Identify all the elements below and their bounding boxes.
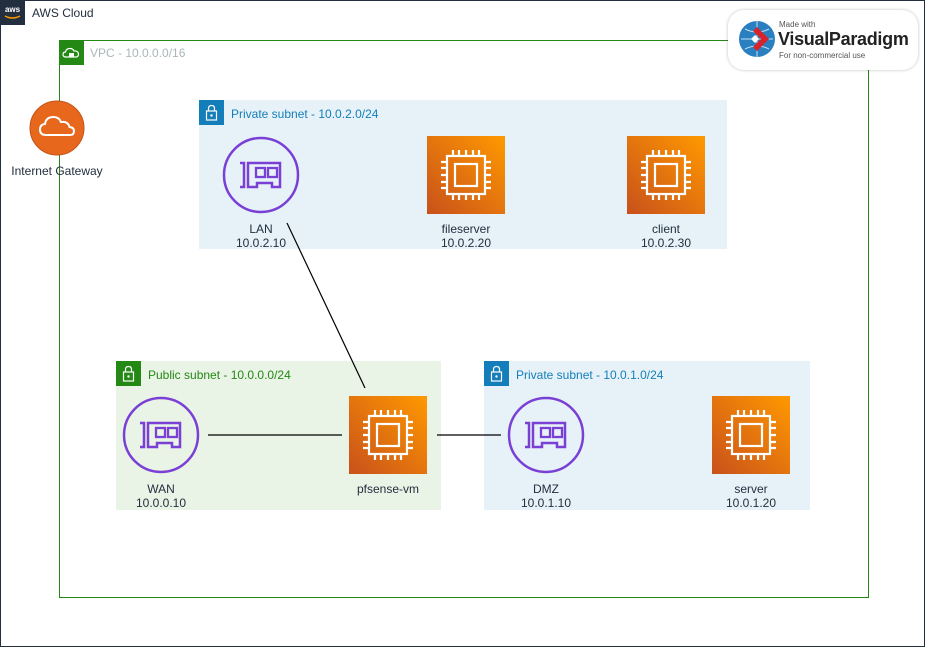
watermark-made-with: Made with [779,20,816,29]
public-subnet-lock-icon [116,361,141,386]
lan-name: LAN [249,222,273,236]
client-ec2-icon[interactable] [627,136,705,214]
dmz-ip: 10.0.1.10 [520,496,572,510]
public-subnet-title: Public subnet - 10.0.0.0/24 [148,368,291,382]
fileserver-ip: 10.0.2.20 [440,236,492,250]
watermark-note: For non-commercial use [779,51,866,60]
dmz-network-interface-icon[interactable] [507,396,585,474]
server-name: server [734,482,768,496]
private-subnet-lock-icon [199,100,224,125]
wan-ip: 10.0.0.10 [135,496,187,510]
fileserver-ec2-icon[interactable] [427,136,505,214]
vpc-group [59,40,869,598]
private-subnet-lan-title: Private subnet - 10.0.2.0/24 [231,107,379,121]
fileserver-name: fileserver [441,222,491,236]
client-ip: 10.0.2.30 [640,236,692,250]
svg-text:aws: aws [5,5,21,14]
server-ec2-icon[interactable] [712,396,790,474]
pfsense-vm-name: pfsense-vm [356,482,420,496]
visual-paradigm-logo-icon [737,19,777,59]
client-name: client [651,222,680,236]
edge-lan-pfsense [286,222,366,389]
internet-gateway-label: Internet Gateway [11,164,103,178]
aws-logo-icon: aws [0,0,25,25]
dmz-name: DMZ [533,482,559,496]
private-subnet-dmz-lock-icon [484,361,509,386]
lan-ip: 10.0.2.10 [235,236,287,250]
lan-network-interface-icon[interactable] [222,136,300,214]
aws-cloud-title: AWS Cloud [32,6,94,20]
vpc-cloud-lock-icon [59,40,84,65]
wan-name: WAN [147,482,175,496]
vpc-title: VPC - 10.0.0.0/16 [90,46,186,60]
wan-network-interface-icon[interactable] [122,396,200,474]
server-ip: 10.0.1.20 [725,496,777,510]
watermark-brand: VisualParadigm [778,29,909,49]
internet-gateway-icon[interactable] [29,100,85,156]
private-subnet-dmz-title: Private subnet - 10.0.1.0/24 [516,368,664,382]
pfsense-vm-ec2-icon[interactable] [349,396,427,474]
